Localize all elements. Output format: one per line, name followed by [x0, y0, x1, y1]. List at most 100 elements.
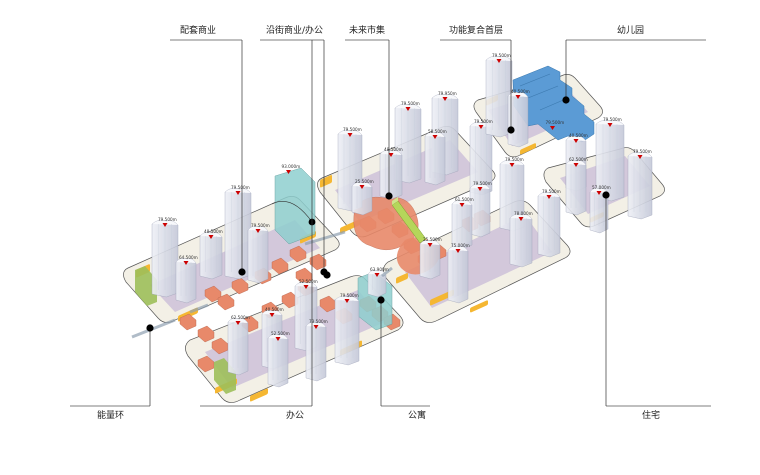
- tower-roof: [151, 219, 179, 226]
- elevation-marker-icon: [550, 126, 555, 130]
- leader-dot-icon: [507, 126, 515, 134]
- elevation-marker-icon: [442, 97, 448, 101]
- leader-dot-icon: [323, 271, 331, 279]
- elevation-label: 57.000m: [592, 185, 611, 190]
- elevation-tag: 48.500m: [204, 229, 223, 239]
- elevation-marker-icon: [607, 123, 613, 127]
- elevation-marker-icon: [637, 155, 643, 159]
- residential-tower: [447, 245, 469, 304]
- elevation-label: 48.500m: [384, 147, 403, 152]
- elevation-marker-icon: [459, 203, 465, 207]
- residential-tower: [589, 187, 609, 234]
- leader-supporting-commercial: [170, 39, 246, 276]
- market-pavilion-top: [392, 197, 398, 205]
- leader-residential: [602, 191, 711, 407]
- residential-tower: [379, 149, 403, 200]
- label-apartment: 公寓: [408, 411, 427, 421]
- tower-roof: [451, 199, 473, 206]
- leader-office: [200, 40, 331, 407]
- elevation-marker-icon: [515, 95, 521, 99]
- elevation-tag: 79.500m: [603, 117, 622, 127]
- elevation-marker-icon: [275, 337, 281, 341]
- elevation-tag: 64.500m: [179, 255, 198, 265]
- elevation-tag: 48.500m: [384, 147, 403, 157]
- tower-roof: [227, 317, 249, 324]
- elevation-tag: 62.500m: [569, 157, 588, 167]
- elevation-marker-icon: [344, 299, 350, 303]
- elevation-tag: 79.950m: [438, 91, 457, 101]
- elevation-label: 40.500m: [265, 307, 284, 312]
- leader-lines: [70, 39, 711, 407]
- leader-dot-icon: [385, 192, 393, 200]
- elevation-marker-icon: [405, 107, 411, 111]
- elevation-marker-icon: [573, 163, 579, 167]
- residential-tower: [199, 231, 223, 280]
- elevation-label: 61.500m: [455, 197, 474, 202]
- tower-roof: [379, 149, 403, 156]
- elevation-marker-icon: [546, 195, 552, 199]
- commercial-block: [179, 313, 197, 331]
- elevation-tag: 79.500m: [158, 217, 177, 227]
- elevation-marker-icon: [477, 187, 483, 191]
- tower-roof: [337, 129, 363, 136]
- label-street-commercial-office: 沿街商业/办公: [266, 26, 324, 36]
- tower-roof: [509, 213, 533, 220]
- tower-roof: [351, 181, 373, 188]
- residential-tower: [227, 317, 249, 376]
- elevation-label: 79.500m: [633, 149, 652, 154]
- elevation-label: 79.500m: [231, 185, 250, 190]
- tower-roof: [334, 295, 360, 302]
- elevation-label: 79.500m: [505, 157, 524, 162]
- commercial-block: [309, 253, 327, 271]
- tower-roof: [595, 119, 625, 126]
- elevation-label: 62.500m: [231, 315, 250, 320]
- elevation-tag: 61.500m: [455, 197, 474, 207]
- elevation-marker-icon: [235, 321, 241, 325]
- label-future-market: 未来市集: [349, 26, 386, 36]
- elevation-label: 40.500m: [511, 89, 530, 94]
- tower-roof: [469, 183, 491, 190]
- elevation-tag: 40.500m: [265, 307, 284, 317]
- elevation-label: 63.900m: [370, 267, 389, 272]
- elevation-label: 78.000m: [514, 211, 533, 216]
- residential-tower: [419, 239, 441, 280]
- elevation-tag: 79.500m: [546, 120, 564, 130]
- elevation-label: 52.500m: [299, 279, 318, 284]
- elevation-label: 79.500m: [473, 181, 492, 186]
- elevation-tag: 79.500m: [343, 127, 362, 137]
- residential-tower: [151, 219, 179, 298]
- podium-strip: [520, 143, 536, 155]
- tower-roof: [305, 321, 327, 328]
- commercial-block: [197, 325, 215, 343]
- elevation-tag: 52.500m: [271, 331, 290, 341]
- label-kindergarten: 幼儿园: [617, 26, 645, 36]
- tower-roof: [261, 309, 283, 316]
- elevation-marker-icon: [455, 249, 461, 253]
- label-supporting-commercial: 配套商业: [180, 26, 217, 36]
- elevation-label: 25.500m: [355, 179, 374, 184]
- tower-roof: [175, 257, 197, 264]
- elevation-label: 73.500m: [309, 319, 328, 324]
- residential-tower: [224, 187, 252, 280]
- leader-dot-icon: [377, 296, 385, 304]
- podium-strip: [470, 300, 488, 313]
- elevation-marker-icon: [478, 125, 484, 129]
- elevation-marker-icon: [374, 273, 380, 277]
- podium-strip: [250, 388, 268, 402]
- elevation-label: 79.500m: [492, 53, 511, 58]
- tower-roof: [294, 281, 318, 288]
- residential-tower: [451, 199, 473, 250]
- leader-curve: [271, 201, 313, 223]
- tower-roof: [431, 93, 459, 100]
- elevation-marker-icon: [162, 223, 168, 227]
- residential-tower: [267, 333, 289, 388]
- elevation-tag: 73.500m: [309, 319, 328, 329]
- leader-dot-icon: [146, 324, 154, 332]
- leader-energy-ring: [70, 324, 154, 407]
- residential-tower: [305, 321, 327, 382]
- apartment-tower: [274, 167, 316, 245]
- tower-roof: [499, 159, 525, 166]
- elevation-tag: 40.500m: [511, 89, 530, 99]
- elevation-tag: 25.500m: [355, 179, 374, 189]
